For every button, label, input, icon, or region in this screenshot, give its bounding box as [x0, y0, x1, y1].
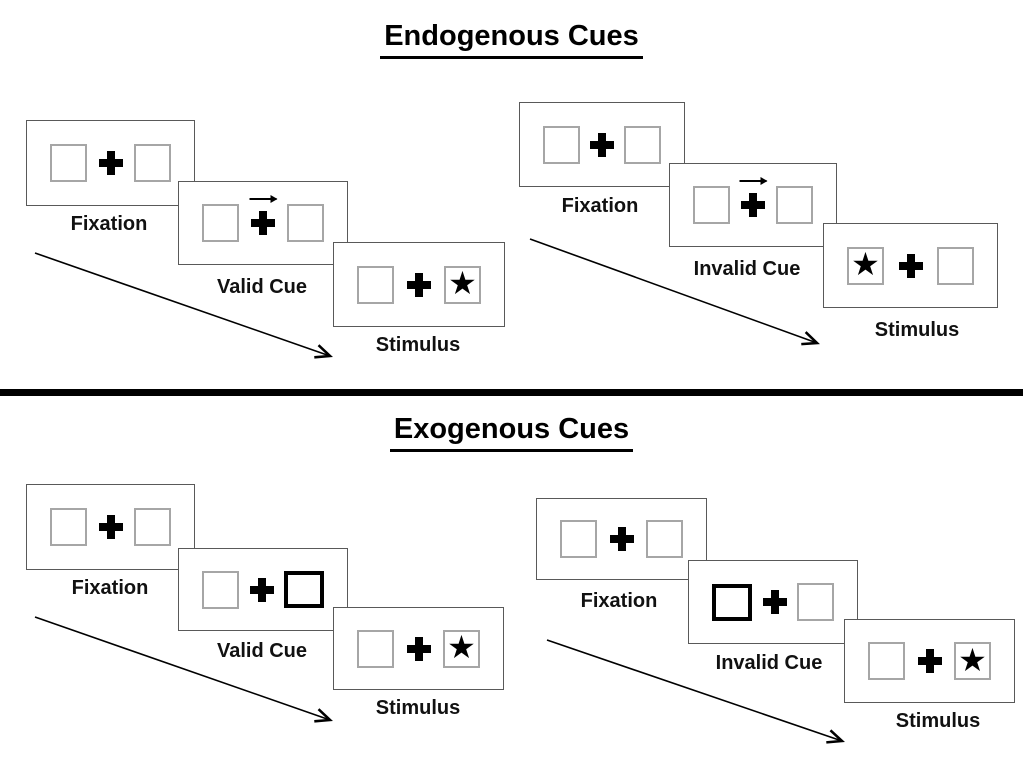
step-label: Invalid Cue: [693, 258, 801, 280]
star-icon: ★: [448, 264, 477, 302]
fixation-cross-icon: [249, 577, 274, 602]
step-label: Stimulus: [375, 697, 461, 719]
screen-panel-endo-invalid-stimulus: ★: [823, 223, 998, 308]
screen-panel-exo-invalid-stimulus: ★: [844, 619, 1015, 703]
screen-panel-exo-valid-stimulus: ★: [333, 607, 504, 690]
right-placeholder-box: [134, 508, 171, 546]
screen-panel-endo-invalid-cue: [669, 163, 837, 247]
sequence-arrow-endogenous-valid: [34, 252, 333, 359]
screen-panel-endo-valid-fixation: [26, 120, 195, 206]
fixation-cross-icon: [98, 151, 123, 175]
fixation-cross-icon: [739, 176, 768, 217]
left-placeholder-box: [202, 570, 239, 609]
fixation-cross-icon: [98, 515, 123, 539]
right-placeholder-box: [937, 246, 974, 285]
step-label: Stimulus: [874, 319, 960, 341]
step-label: Fixation: [580, 590, 658, 612]
fixation-cross-icon: [406, 636, 431, 661]
star-icon: ★: [447, 628, 476, 666]
section-title-exogenous: Exogenous Cues: [0, 413, 1023, 452]
star-icon: ★: [851, 245, 880, 283]
left-placeholder-box: [560, 520, 597, 558]
left-placeholder-box: [50, 508, 87, 546]
star-stimulus-box: ★: [954, 642, 991, 680]
star-stimulus-box: ★: [444, 264, 481, 304]
fixation-cross-icon: [407, 272, 431, 297]
cue-arrow-icon: [739, 176, 768, 185]
step-label: Fixation: [71, 577, 149, 599]
step-label: Fixation: [70, 213, 148, 235]
screen-panel-endo-valid-cue: [178, 181, 348, 265]
sequence-arrow-endogenous-invalid: [529, 238, 820, 346]
section-title-endogenous: Endogenous Cues: [0, 20, 1023, 59]
left-placeholder-box: [357, 629, 394, 668]
left-placeholder-box: [357, 265, 394, 304]
step-label: Valid Cue: [216, 276, 308, 298]
step-label: Invalid Cue: [715, 652, 823, 674]
screen-panel-endo-invalid-fixation: [519, 102, 685, 187]
fixation-cross-icon: [249, 194, 278, 235]
right-placeholder-box: [776, 186, 813, 224]
left-placeholder-box: [202, 204, 239, 242]
star-stimulus-box: ★: [443, 628, 480, 668]
cue-highlight-box: [712, 583, 752, 621]
step-label: Fixation: [561, 195, 639, 217]
step-label: Stimulus: [375, 334, 461, 356]
fixation-cross-icon: [590, 132, 614, 157]
fixation-cross-icon: [898, 253, 923, 278]
right-placeholder-box: [797, 583, 834, 621]
section-divider: [0, 389, 1023, 396]
step-label: Valid Cue: [216, 640, 308, 662]
screen-panel-endo-valid-stimulus: ★: [333, 242, 505, 327]
star-icon: ★: [958, 640, 987, 679]
right-placeholder-box: [287, 204, 324, 242]
right-placeholder-box: [134, 144, 171, 182]
fixation-cross-icon: [762, 590, 787, 614]
screen-panel-exo-valid-cue: [178, 548, 348, 631]
star-stimulus-box: ★: [847, 245, 884, 285]
left-placeholder-box: [543, 125, 580, 164]
fixation-cross-icon: [609, 527, 634, 551]
screen-panel-exo-valid-fixation: [26, 484, 195, 570]
step-label: Stimulus: [895, 710, 981, 732]
sequence-arrow-exogenous-valid: [34, 616, 333, 723]
right-placeholder-box: [624, 125, 661, 164]
left-placeholder-box: [693, 186, 730, 224]
screen-panel-exo-invalid-fixation: [536, 498, 707, 580]
cue-highlight-box: [284, 571, 324, 608]
sequence-arrow-exogenous-invalid: [546, 639, 845, 744]
cue-arrow-icon: [249, 194, 278, 203]
left-placeholder-box: [50, 144, 87, 182]
fixation-cross-icon: [917, 649, 942, 673]
screen-panel-exo-invalid-cue: [688, 560, 858, 644]
left-placeholder-box: [868, 642, 905, 680]
right-placeholder-box: [646, 520, 683, 558]
